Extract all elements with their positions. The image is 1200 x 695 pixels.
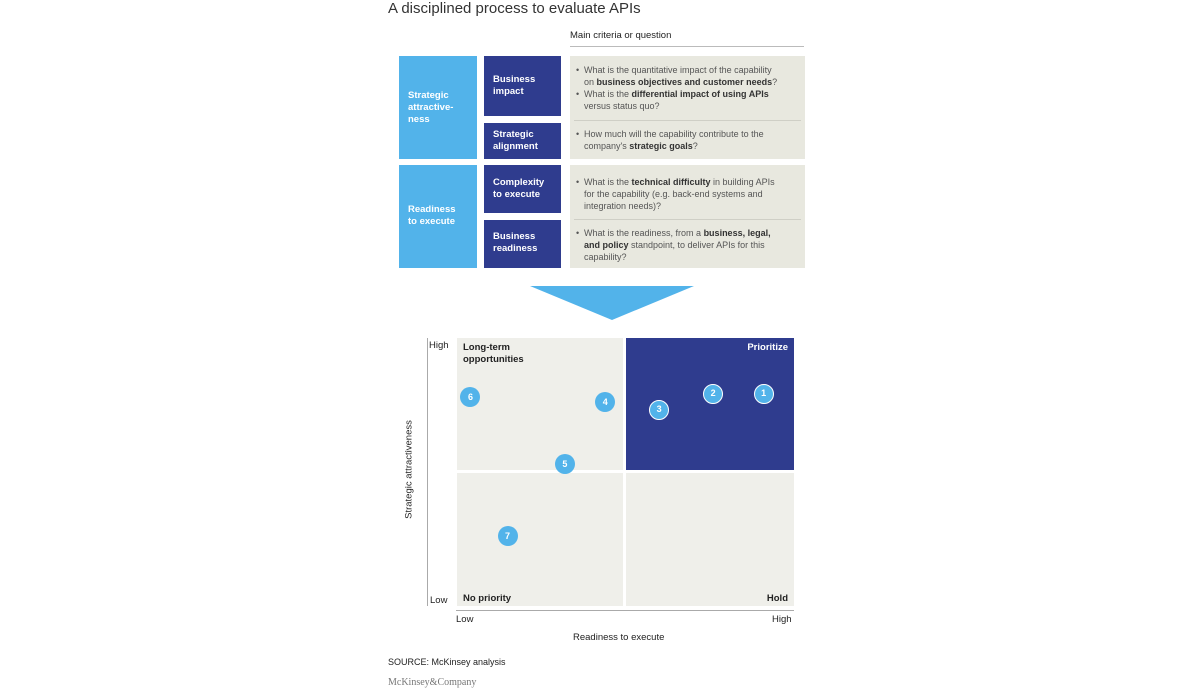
column-header-rule (570, 46, 804, 47)
question-line: and policy standpoint, to deliver APIs f… (584, 240, 765, 250)
group-label-line: Readiness (408, 204, 456, 215)
question-line: What is the readiness, from a business, … (584, 228, 771, 238)
question-line: How much will the capability contribute … (584, 129, 764, 139)
criterion-complexity-to-execute: Complexity to execute (484, 165, 561, 213)
y-axis-title: Strategic attractiveness (403, 420, 415, 519)
question-line: for the capability (e.g. back-end system… (584, 189, 763, 199)
matrix-point-3: 3 (649, 400, 670, 421)
criterion-label-line: Business (493, 231, 536, 242)
group-label-line: attractive- (408, 102, 454, 113)
question-line: What is the technical difficulty in buil… (584, 177, 775, 187)
group-label-line: to execute (408, 216, 455, 227)
criterion-label-line: Complexity (493, 177, 545, 188)
x-axis-title: Readiness to execute (573, 632, 665, 643)
question-item: • What is the differential impact of usi… (576, 89, 769, 111)
matrix-point-6: 6 (460, 386, 481, 407)
question-item: • What is the technical difficulty in bu… (576, 177, 775, 211)
quadrant-label: Long-term opportunities (463, 342, 524, 366)
page-title: A disciplined process to evaluate APIs (388, 0, 641, 17)
quadrant-no-priority: No priority (457, 473, 623, 606)
question-line: What is the quantitative impact of the c… (584, 65, 772, 75)
y-axis-low-label: Low (430, 595, 448, 606)
group-readiness-to-execute: Readiness to execute (399, 165, 477, 268)
brand-logo: McKinsey&Company (388, 677, 477, 688)
question-line: capability? (584, 252, 627, 262)
criterion-label-line: Strategic (493, 129, 534, 140)
column-header: Main criteria or question (570, 30, 672, 41)
group-label-line: ness (408, 114, 430, 125)
quadrant-hold: Hold (626, 473, 794, 606)
matrix-point-7: 7 (497, 526, 518, 547)
criterion-label-line: to execute (493, 189, 540, 200)
question-divider (574, 120, 801, 121)
question-line: What is the differential impact of using… (584, 89, 769, 99)
matrix-point-5: 5 (554, 453, 575, 474)
question-line: company's strategic goals? (584, 141, 698, 151)
question-line: integration needs)? (584, 201, 662, 211)
criterion-label-line: impact (493, 86, 524, 97)
priority-matrix: Long-term opportunities Prioritize No pr… (457, 338, 794, 606)
criterion-label-line: alignment (493, 141, 538, 152)
quadrant-label: Hold (766, 593, 788, 604)
questions-panel-strategic: • What is the quantitative impact of the… (570, 56, 805, 159)
y-axis-line (427, 338, 428, 606)
x-axis-low-label: Low (456, 614, 474, 625)
criterion-business-readiness: Business readiness (484, 220, 561, 268)
down-arrow-icon (530, 286, 694, 320)
questions-panel-readiness: • What is the technical difficulty in bu… (570, 165, 805, 268)
quadrant-label: Prioritize (747, 342, 788, 353)
matrix-point-4: 4 (595, 392, 616, 413)
question-item: • What is the quantitative impact of the… (576, 65, 778, 87)
quadrant-label-line: opportunities (463, 354, 524, 365)
question-line: versus status quo? (584, 101, 660, 111)
quadrant-label-line: Long-term (463, 342, 510, 353)
criterion-strategic-alignment: Strategic alignment (484, 123, 561, 159)
y-axis-high-label: High (429, 340, 449, 351)
question-line: on business objectives and customer need… (584, 77, 778, 87)
x-axis-line (456, 610, 794, 611)
matrix-point-2: 2 (703, 384, 724, 405)
criterion-business-impact: Business impact (484, 56, 561, 116)
question-divider (574, 219, 801, 220)
x-axis-high-label: High (772, 614, 792, 625)
question-item: • How much will the capability contribut… (576, 129, 764, 151)
question-item: • What is the readiness, from a business… (576, 228, 771, 262)
source-note: SOURCE: McKinsey analysis (388, 657, 506, 667)
criterion-label-line: Business (493, 74, 536, 85)
quadrant-label: No priority (463, 593, 512, 604)
criterion-label-line: readiness (493, 243, 538, 254)
group-strategic-attractiveness: Strategic attractive- ness (399, 56, 477, 159)
group-label-line: Strategic (408, 90, 449, 101)
matrix-point-1: 1 (753, 384, 774, 405)
